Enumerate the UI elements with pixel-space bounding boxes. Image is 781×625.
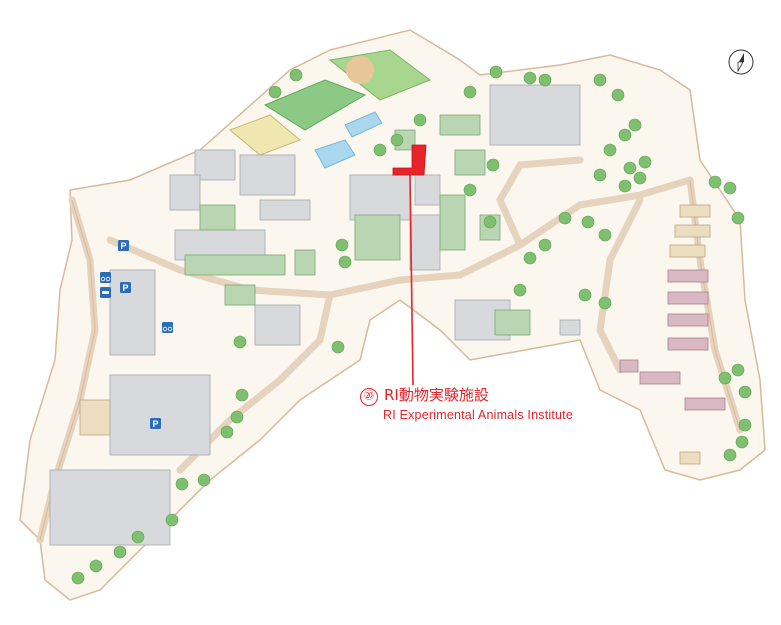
svg-text:P: P — [120, 241, 126, 251]
swimming-pool — [314, 139, 356, 169]
facility-name-jp-text: RI動物実験施設 — [384, 386, 489, 404]
buildings-green — [184, 114, 531, 336]
bicycle-parking-icon — [100, 272, 111, 283]
trees — [71, 65, 752, 585]
facility-name-english: RI Experimental Animals Institute — [383, 408, 574, 422]
svg-text:P: P — [152, 419, 158, 429]
ri-experimental-animals-institute-building[interactable] — [392, 144, 427, 176]
sports-area — [229, 49, 432, 169]
buildings-beige — [79, 204, 711, 465]
parking-icon: P — [150, 418, 161, 429]
facility-number: ⑳ — [360, 388, 378, 406]
svg-text:P: P — [122, 283, 128, 293]
facility-name-japanese: ⑳ RI動物実験施設 — [360, 385, 573, 406]
buildings-pink — [619, 269, 726, 411]
compass-icon — [728, 49, 754, 75]
leader-line — [409, 174, 414, 386]
buildings-gray — [49, 84, 581, 546]
parking-icon: P — [118, 240, 129, 251]
car-icon — [100, 287, 111, 298]
bicycle-parking-icon — [162, 322, 173, 333]
highlight-label: ⑳ RI動物実験施設 RI Experimental Animals Instit… — [360, 385, 573, 424]
parking-icon: P — [120, 282, 131, 293]
